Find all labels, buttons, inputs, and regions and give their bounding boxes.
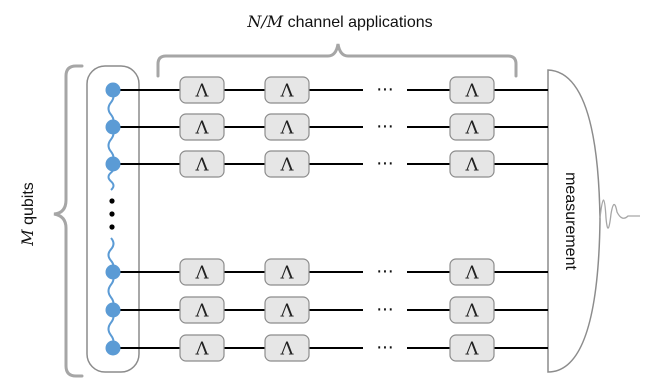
measurement-label: measurement bbox=[562, 172, 579, 270]
qubit bbox=[105, 340, 121, 356]
channel-gate: Λ bbox=[179, 76, 225, 104]
gate-box bbox=[179, 334, 225, 362]
horizontal-ellipsis: ··· bbox=[376, 80, 393, 101]
gate-box bbox=[449, 296, 495, 324]
qubits-label: M qubits bbox=[18, 182, 37, 247]
channel-gate: Λ bbox=[264, 76, 310, 104]
channel-gate: Λ bbox=[264, 296, 310, 324]
channel-gate: Λ bbox=[179, 150, 225, 178]
gate-box bbox=[264, 296, 310, 324]
horizontal-ellipsis: ··· bbox=[376, 300, 393, 321]
gate-box bbox=[179, 296, 225, 324]
gate-label: Λ bbox=[465, 81, 480, 102]
channel-gate: Λ bbox=[264, 334, 310, 362]
gate-label: Λ bbox=[465, 118, 480, 139]
channel-gate: Λ bbox=[449, 334, 495, 362]
top-brace bbox=[156, 43, 518, 78]
gate-box bbox=[264, 150, 310, 178]
gate-box bbox=[264, 334, 310, 362]
qubit bbox=[105, 82, 121, 98]
channel-gate: Λ bbox=[264, 113, 310, 141]
channel-gate: Λ bbox=[449, 296, 495, 324]
gate-box bbox=[264, 258, 310, 286]
gate-box bbox=[449, 334, 495, 362]
qubit-register-box bbox=[86, 65, 140, 373]
channel-gate: Λ bbox=[264, 150, 310, 178]
channel-gate: Λ bbox=[179, 258, 225, 286]
gate-box bbox=[264, 113, 310, 141]
channel-gate: Λ bbox=[179, 296, 225, 324]
gate-box bbox=[179, 150, 225, 178]
channel-applications-label: N/M channel applications bbox=[246, 12, 432, 31]
measurement-signal bbox=[599, 199, 640, 229]
gate-label: Λ bbox=[195, 339, 210, 360]
qubit bbox=[105, 264, 121, 280]
gate-box bbox=[179, 113, 225, 141]
gate-label: Λ bbox=[280, 155, 295, 176]
qubits bbox=[105, 82, 121, 356]
horizontal-ellipsis: ··· bbox=[376, 262, 393, 283]
channel-gate: Λ bbox=[179, 334, 225, 362]
vertical-ellipsis bbox=[109, 198, 115, 230]
horizontal-ellipsis: ··· bbox=[376, 154, 393, 175]
gate-box bbox=[449, 76, 495, 104]
gate-label: Λ bbox=[280, 81, 295, 102]
gate-box bbox=[264, 76, 310, 104]
left-brace bbox=[53, 64, 84, 378]
channel-gate: Λ bbox=[449, 113, 495, 141]
gate-box bbox=[449, 150, 495, 178]
gate-label: Λ bbox=[195, 155, 210, 176]
gate-label: Λ bbox=[465, 339, 480, 360]
qubit bbox=[105, 302, 121, 318]
gate-label: Λ bbox=[465, 263, 480, 284]
gate-label: Λ bbox=[195, 118, 210, 139]
gate-box bbox=[449, 113, 495, 141]
horizontal-ellipsis: ··· bbox=[376, 117, 393, 138]
gate-label: Λ bbox=[195, 81, 210, 102]
channel-gate: Λ bbox=[449, 258, 495, 286]
horizontal-ellipsis: ··· bbox=[376, 338, 393, 359]
qubit bbox=[105, 156, 121, 172]
measurement-box bbox=[547, 69, 601, 373]
gate-label: Λ bbox=[280, 118, 295, 139]
gate-label: Λ bbox=[280, 301, 295, 322]
channel-gate: Λ bbox=[449, 76, 495, 104]
gate-box bbox=[449, 258, 495, 286]
channel-gate: Λ bbox=[449, 150, 495, 178]
gate-label: Λ bbox=[465, 155, 480, 176]
channel-gate: Λ bbox=[264, 258, 310, 286]
gate-label: Λ bbox=[465, 301, 480, 322]
channel-gate: Λ bbox=[179, 113, 225, 141]
gate-box bbox=[179, 258, 225, 286]
gate-box bbox=[179, 76, 225, 104]
gate-label: Λ bbox=[195, 263, 210, 284]
qubit bbox=[105, 119, 121, 135]
gate-label: Λ bbox=[280, 339, 295, 360]
gate-label: Λ bbox=[280, 263, 295, 284]
gate-label: Λ bbox=[195, 301, 210, 322]
